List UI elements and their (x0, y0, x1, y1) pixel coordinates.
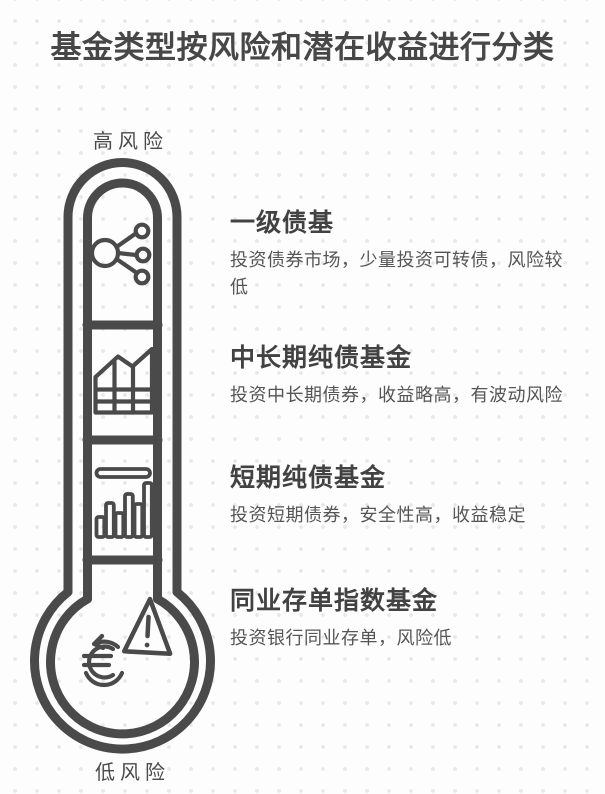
section-title: 中长期纯债基金 (230, 343, 413, 372)
fund-section-zhongchangqi-chunzhai: 中长期纯债基金 投资中长期债券，收益略高，有波动风险 (230, 341, 575, 409)
section-title: 一级债基 (230, 208, 335, 237)
section-title: 同业存单指数基金 (230, 586, 439, 615)
area-chart-grid-icon (93, 346, 155, 415)
thermometer-outline (30, 158, 215, 754)
fund-section-duanqi-chunzhai: 短期纯债基金 投资短期债券，安全性高，收益稳定 (230, 461, 575, 529)
page-title: 基金类型按风险和潜在收益进行分类 (50, 30, 555, 66)
high-risk-label: 高风险 (93, 129, 168, 153)
euro-refresh-icon (81, 633, 125, 688)
section-description: 投资银行同业存单，风险低 (230, 628, 452, 649)
fund-section-tongye-cundan: 同业存单指数基金 投资银行同业存单，风险低 (230, 584, 575, 652)
section-title: 短期纯债基金 (230, 463, 387, 492)
bar-chart-icon (94, 467, 154, 539)
fund-section-yiji-zhaiji: 一级债基 投资债券市场，少量投资可转债，风险较低 (230, 206, 575, 301)
section-description: 投资中长期债券，收益略高，有波动风险 (230, 385, 563, 406)
share-network-icon (89, 222, 152, 286)
low-risk-label: 低风险 (95, 760, 170, 784)
section-description: 投资债券市场，少量投资可转债，风险较低 (230, 250, 563, 298)
warning-triangle-icon (121, 596, 173, 656)
section-description: 投资短期债券，安全性高，收益稳定 (230, 505, 526, 526)
